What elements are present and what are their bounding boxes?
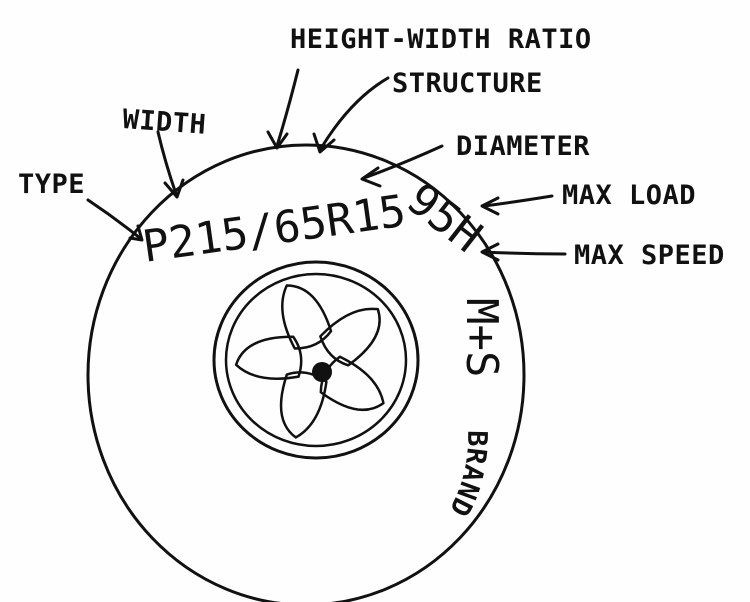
rim-inner-ring bbox=[224, 272, 408, 448]
arrow-height-width-ratio bbox=[266, 68, 300, 150]
rim-spoke-windows bbox=[234, 284, 385, 439]
spoke-window bbox=[234, 335, 303, 380]
arrow-max-load bbox=[480, 194, 554, 216]
label-width: WIDTH bbox=[122, 104, 208, 141]
tire-size-code: P215/65R15 bbox=[139, 186, 408, 273]
spoke-window bbox=[319, 307, 381, 367]
rim-outer-ring bbox=[212, 260, 420, 460]
spoke-window bbox=[281, 284, 333, 350]
callout-arrows bbox=[86, 68, 567, 262]
label-structure: STRUCTURE bbox=[392, 68, 543, 99]
tire-mud-snow-mark: M+S bbox=[456, 298, 507, 377]
tire-load-speed-code: 95H bbox=[397, 173, 491, 262]
label-diameter: DIAMETER bbox=[456, 131, 590, 162]
wheel-hub bbox=[312, 362, 332, 382]
arrow-diameter bbox=[360, 144, 444, 188]
arrow-type bbox=[86, 198, 144, 242]
wheel-rim bbox=[212, 260, 420, 460]
label-height-width-ratio: HEIGHT-WIDTH RATIO bbox=[290, 24, 592, 55]
arrow-structure bbox=[312, 76, 390, 154]
tire-outline bbox=[86, 143, 526, 602]
label-type: TYPE bbox=[18, 169, 85, 200]
label-max-load: MAX LOAD bbox=[562, 180, 696, 211]
arrow-max-speed bbox=[480, 242, 567, 262]
label-max-speed: MAX SPEED bbox=[574, 240, 725, 271]
arrow-width bbox=[156, 130, 185, 199]
spoke-window bbox=[279, 371, 328, 439]
